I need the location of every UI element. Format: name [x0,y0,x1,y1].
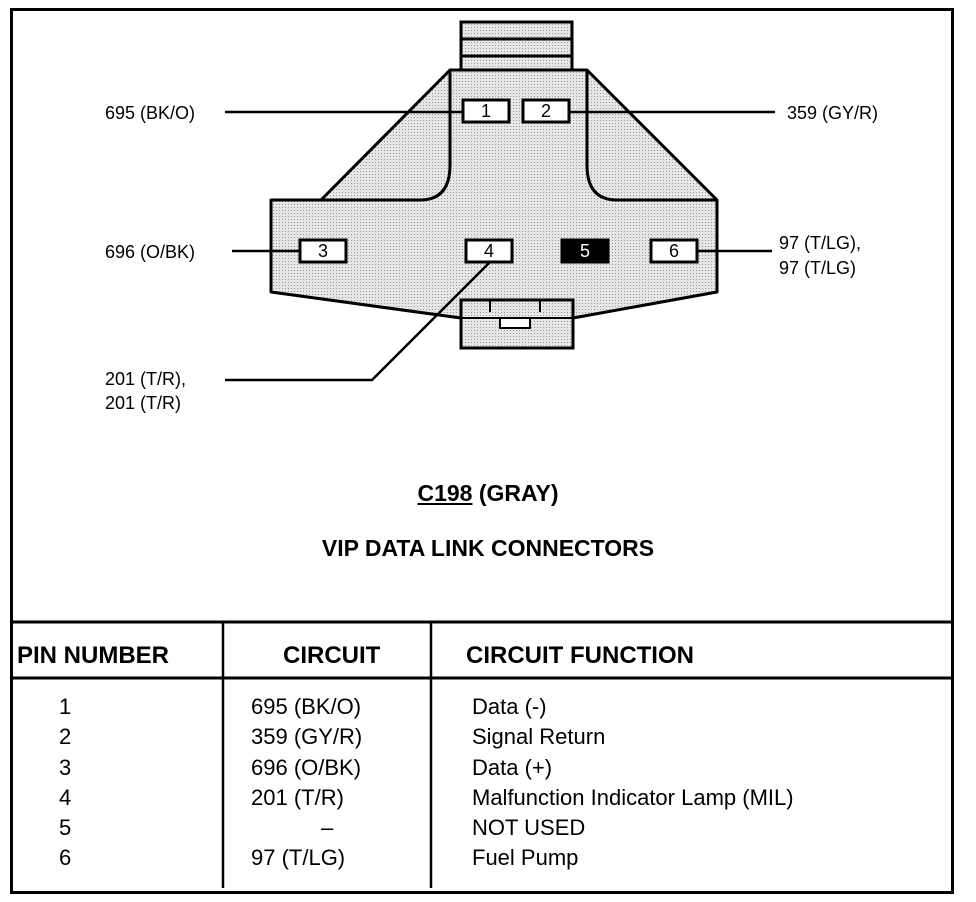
table-cell-function: Malfunction Indicator Lamp (MIL) [472,784,794,810]
pin4-wire-label-2: 201 (T/R) [105,393,181,413]
connector-top-tab [459,20,574,74]
svg-text:5: 5 [580,241,590,261]
header-circuit: CIRCUIT [283,642,381,669]
pin6-wire-label-2: 97 (T/LG) [779,258,856,278]
circuit-column: 695 (BK/O) 359 (GY/R) 696 (O/BK) 201 (T/… [251,692,362,874]
table-cell-pin: 3 [59,754,72,780]
connector-caption: C198 (GRAY) [0,480,976,507]
svg-text:6: 6 [669,241,679,261]
svg-text:4: 4 [484,241,494,261]
pin1-wire-label: 695 (BK/O) [105,103,195,123]
table-rules [10,620,951,888]
connector-latch [459,298,575,350]
connector-color: (GRAY) [478,480,559,506]
table-cell-circuit: 695 (BK/O) [251,694,362,719]
connector-inner-outline [321,70,717,202]
pin-5: 5 [560,238,610,264]
header-pin-number: PIN NUMBER [17,642,170,669]
pin-1: 1 [461,98,511,124]
table-cell-circuit: – [321,815,334,841]
table-cell-function: NOT USED [472,815,586,841]
table-cell-circuit: 359 (GY/R) [251,724,363,750]
table-cell-pin: 4 [59,784,72,810]
connector-id: C198 [417,480,473,506]
table-cell-pin: 2 [59,724,72,750]
pin-table: PIN NUMBER CIRCUIT CIRCUIT FUNCTION 1 2 … [13,622,951,888]
table-cell-circuit: 97 (T/LG) [251,845,346,871]
pin3-wire-label: 696 (O/BK) [105,242,195,262]
leader-lines [225,110,775,382]
svg-text:1: 1 [481,101,491,121]
table-cell-circuit: 201 (T/R) [251,784,344,810]
pin-3: 3 [298,238,348,264]
table-cell-pin: 1 [59,694,72,719]
pin4-wire-label-1: 201 (T/R), [105,369,186,389]
pin-6: 6 [649,238,699,264]
function-column: Data (-) Signal Return Data (+) Malfunct… [472,692,794,874]
table-cell-pin: 6 [59,845,72,871]
table-cell-function: Fuel Pump [472,845,579,871]
diagram-frame [10,8,954,894]
pin2-wire-label: 359 (GY/R) [787,103,878,123]
pin-4: 4 [464,238,514,264]
table-cell-function: Data (+) [472,754,553,780]
table-cell-circuit: 696 (O/BK) [251,754,362,780]
svg-text:2: 2 [541,101,551,121]
pin6-wire-label-1: 97 (T/LG), [779,233,861,253]
header-circuit-function: CIRCUIT FUNCTION [466,642,694,669]
table-cell-pin: 5 [59,815,72,841]
pin-column: 1 2 3 4 5 6 [59,692,71,874]
diagram-title: VIP DATA LINK CONNECTORS [321,535,655,561]
pin-2: 2 [521,98,571,124]
table-cell-function: Data (-) [472,694,547,719]
svg-text:3: 3 [318,241,328,261]
table-cell-function: Signal Return [472,724,606,750]
